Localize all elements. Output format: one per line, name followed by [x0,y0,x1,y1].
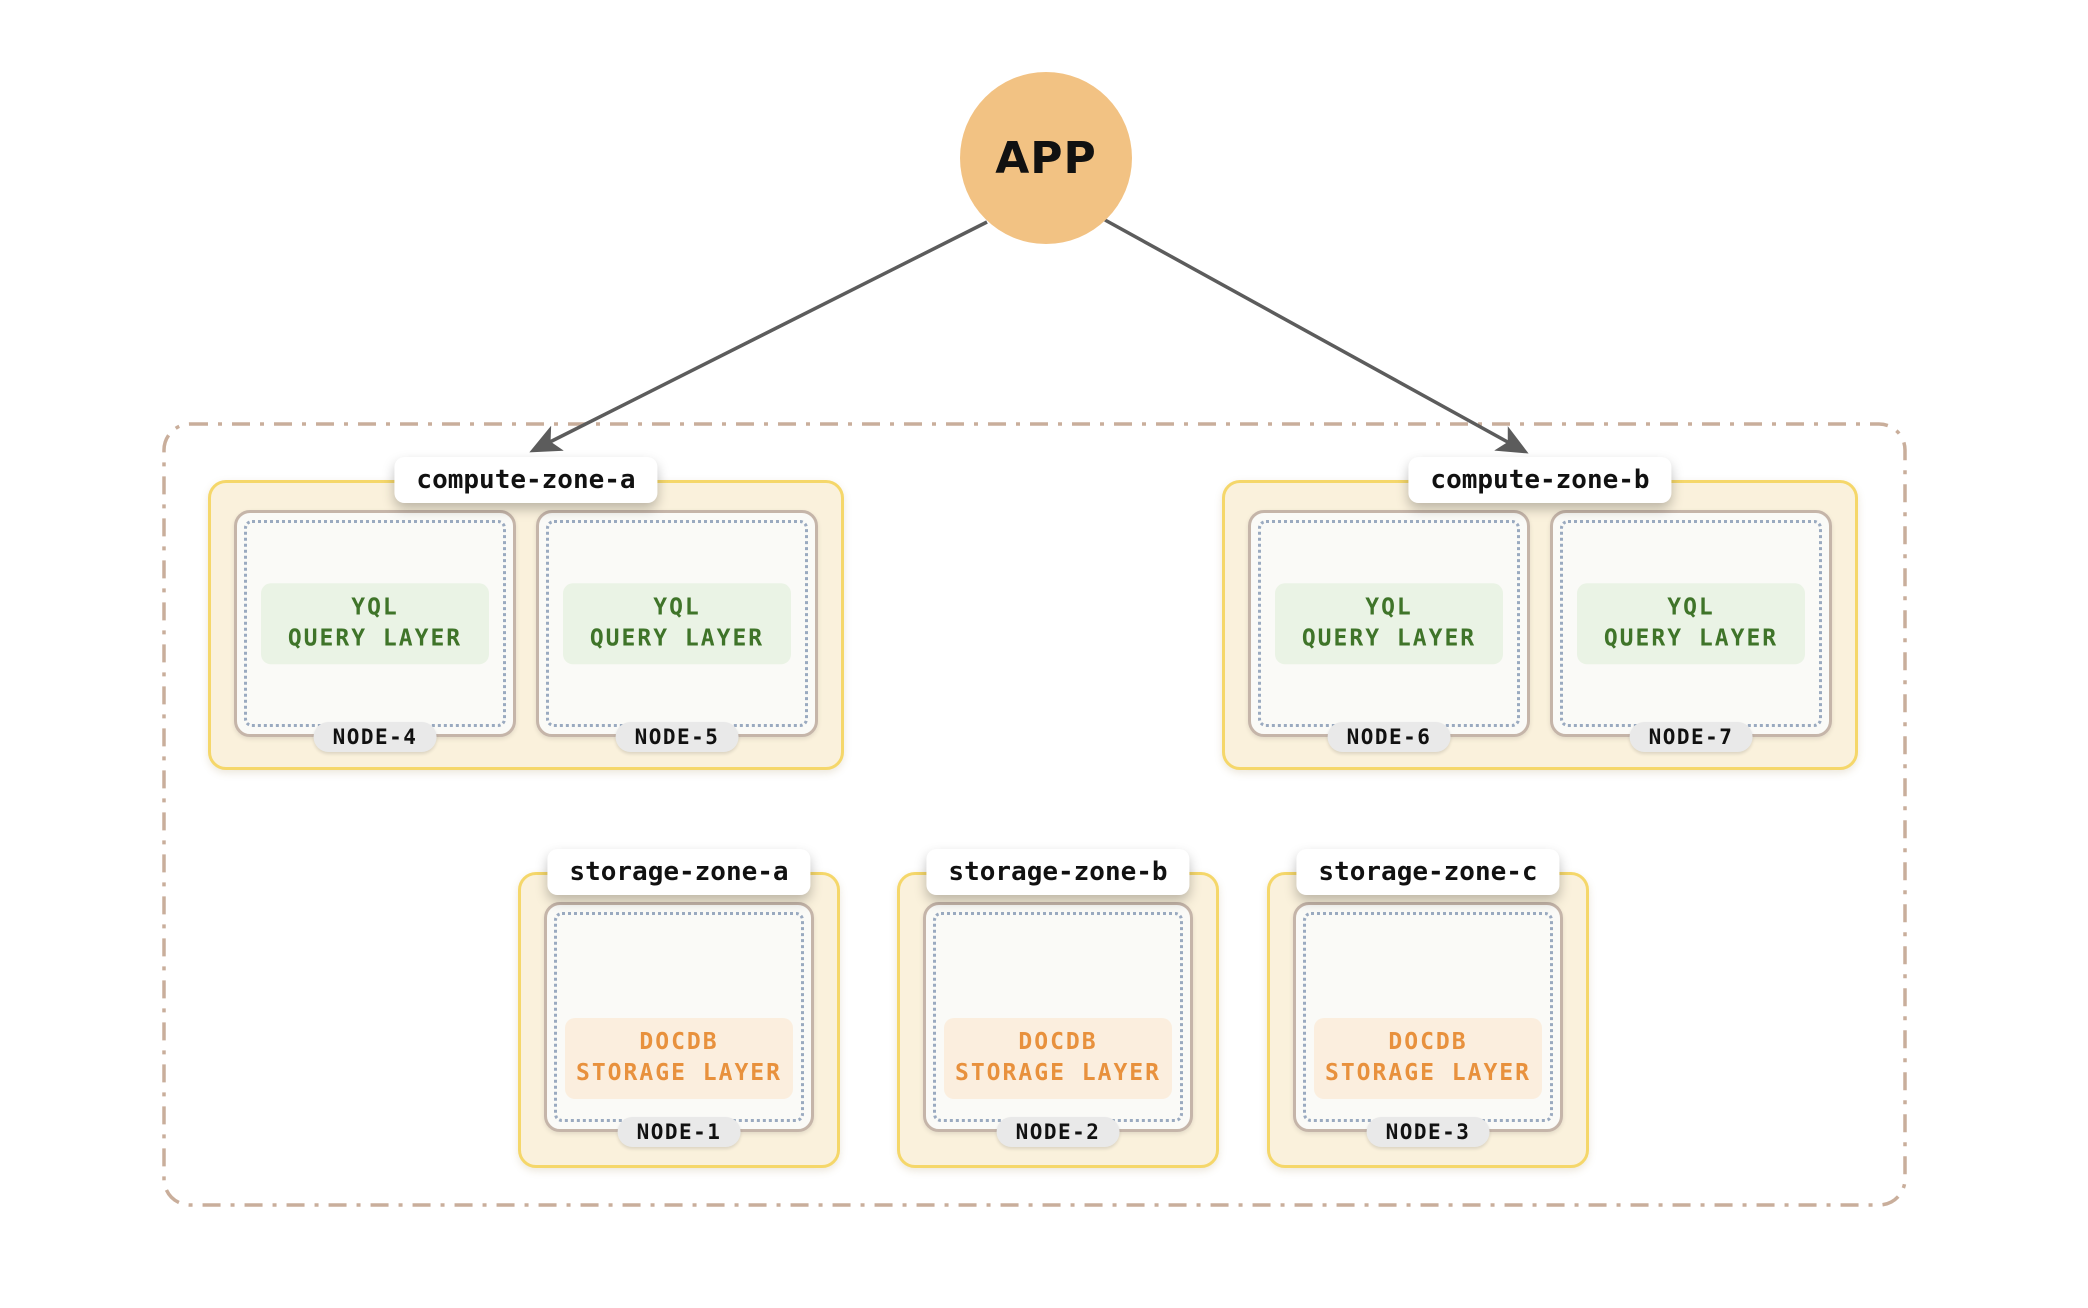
node-7: YQL QUERY LAYER NODE-7 [1550,510,1832,752]
yql-layer-line1: YQL [351,593,399,620]
node-5-badge: NODE-5 [615,722,739,752]
docdb-layer-line2: STORAGE LAYER [954,1060,1161,1087]
node-3: DOCDB STORAGE LAYER NODE-3 [1293,902,1563,1147]
yql-layer-line1: YQL [653,593,701,620]
yql-layer-line2: QUERY LAYER [589,625,765,652]
compute-zone-a-nodes: YQL QUERY LAYER NODE-4 YQL QUERY LAYER N… [211,483,841,767]
storage-zone-b: storage-zone-b DOCDB STORAGE LAYER NODE-… [897,849,1219,1168]
storage-zone-c-label: storage-zone-c [1296,849,1560,895]
storage-zone-c-nodes: DOCDB STORAGE LAYER NODE-3 [1270,875,1586,1165]
app-label: APP [995,132,1097,184]
yql-layer-line2: QUERY LAYER [1603,625,1779,652]
node-1-docdb-layer: DOCDB STORAGE LAYER [565,1017,793,1099]
storage-zone-b-label: storage-zone-b [926,849,1190,895]
storage-zone-a-nodes: DOCDB STORAGE LAYER NODE-1 [521,875,837,1165]
node-1-badge: NODE-1 [617,1117,741,1147]
node-3-docdb-layer: DOCDB STORAGE LAYER [1314,1017,1542,1099]
node-5: YQL QUERY LAYER NODE-5 [536,510,818,752]
compute-zone-a: compute-zone-a YQL QUERY LAYER NODE-4 YQ… [208,457,844,770]
compute-zone-b: compute-zone-b YQL QUERY LAYER NODE-6 YQ… [1222,457,1858,770]
compute-zone-b-nodes: YQL QUERY LAYER NODE-6 YQL QUERY LAYER N… [1225,483,1855,767]
storage-zone-a: storage-zone-a DOCDB STORAGE LAYER NODE-… [518,849,840,1168]
cluster-boundary-dashed-box [162,422,1907,1207]
yql-layer-line1: YQL [1667,593,1715,620]
node-3-badge: NODE-3 [1366,1117,1490,1147]
docdb-layer-line1: DOCDB [1018,1028,1098,1055]
storage-zone-b-nodes: DOCDB STORAGE LAYER NODE-2 [900,875,1216,1165]
node-4-yql-layer: YQL QUERY LAYER [261,582,489,665]
docdb-layer-line2: STORAGE LAYER [575,1060,782,1087]
app-node: APP [960,72,1132,244]
arrow-app-to-compute-zone-b [1104,218,1529,454]
node-6-yql-layer: YQL QUERY LAYER [1275,582,1503,665]
node-2: DOCDB STORAGE LAYER NODE-2 [923,902,1193,1147]
node-4-badge: NODE-4 [313,722,437,752]
docdb-layer-line2: STORAGE LAYER [1324,1060,1531,1087]
yql-layer-line2: QUERY LAYER [287,625,463,652]
compute-zone-a-label: compute-zone-a [394,457,658,503]
storage-zone-c: storage-zone-c DOCDB STORAGE LAYER NODE-… [1267,849,1589,1168]
storage-zone-a-label: storage-zone-a [547,849,811,895]
compute-zone-b-label: compute-zone-b [1408,457,1672,503]
node-2-docdb-layer: DOCDB STORAGE LAYER [944,1017,1172,1099]
yql-layer-line2: QUERY LAYER [1301,625,1477,652]
node-2-badge: NODE-2 [996,1117,1120,1147]
node-6: YQL QUERY LAYER NODE-6 [1248,510,1530,752]
node-5-yql-layer: YQL QUERY LAYER [563,582,791,665]
docdb-layer-line1: DOCDB [1388,1028,1468,1055]
node-6-badge: NODE-6 [1327,722,1451,752]
node-7-badge: NODE-7 [1629,722,1753,752]
yql-layer-line1: YQL [1365,593,1413,620]
docdb-layer-line1: DOCDB [639,1028,719,1055]
node-1: DOCDB STORAGE LAYER NODE-1 [544,902,814,1147]
node-4: YQL QUERY LAYER NODE-4 [234,510,516,752]
arrow-app-to-compute-zone-a [529,220,988,453]
node-7-yql-layer: YQL QUERY LAYER [1577,582,1805,665]
